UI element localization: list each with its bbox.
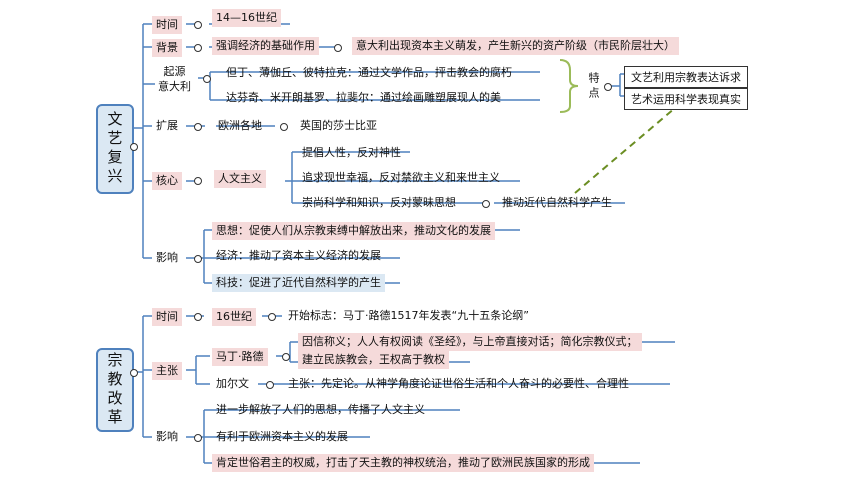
f-claims-label: 主张 <box>152 362 182 380</box>
r-features-dot <box>604 83 612 91</box>
reformation-title-box: 宗教改革 <box>96 348 134 432</box>
f-claims-calvin-text: 主张：先定论。从神学角度论证世俗生活和个人奋斗的必要性、合理性 <box>288 377 629 390</box>
f-time-value: 16世纪 <box>212 308 256 326</box>
f-time-start: 开始标志：马丁·路德1517年发表“九十五条论纲” <box>288 309 529 322</box>
r-origin-label: 起源 意大利 <box>158 64 191 94</box>
r-expand-item-dot <box>280 123 288 131</box>
r-core-item1: 提倡人性，反对神性 <box>302 146 401 159</box>
renaissance-connector-dot <box>130 143 138 151</box>
r-time-value: 14—16世纪 <box>212 9 281 27</box>
r-impact-dot <box>194 255 202 263</box>
r-background-item-dot <box>334 44 342 52</box>
f-impact-item2: 有利于欧洲资本主义的发展 <box>216 430 348 443</box>
reformation-title: 宗教改革 <box>105 352 124 428</box>
r-expand-item1: 欧洲各地 <box>218 119 262 132</box>
r-core-item2: 追求现世幸福，反对禁欲主义和来世主义 <box>302 171 500 184</box>
f-claims-luther-dot <box>282 353 290 361</box>
r-time-label: 时间 <box>152 16 182 34</box>
f-time-label: 时间 <box>152 308 182 326</box>
f-impact-dot <box>194 434 202 442</box>
r-core-item3-dot <box>482 200 490 208</box>
r-features-label: 特点 <box>587 72 600 102</box>
r-expand-dot <box>194 123 202 131</box>
f-time-start-dot <box>268 313 276 321</box>
r-background-label: 背景 <box>152 39 182 57</box>
r-impact-item3: 科技：促进了近代自然科学的产生 <box>212 274 385 292</box>
r-features-item2: 艺术运用科学表现真实 <box>624 88 748 110</box>
r-background-item2: 意大利出现资本主义萌发，产生新兴的资产阶级（市民阶层壮大） <box>352 37 679 55</box>
r-core-label: 核心 <box>152 172 182 190</box>
r-origin-item2: 达芬奇、米开朗基罗、拉斐尔：通过绘画雕塑展现人的美 <box>226 91 501 104</box>
f-time-dot <box>194 313 202 321</box>
r-background-item1: 强调经济的基础作用 <box>212 37 319 55</box>
r-features-item1: 文艺利用宗教表达诉求 <box>624 66 748 88</box>
r-core-value: 人文主义 <box>214 170 266 188</box>
r-origin-dot <box>203 75 211 83</box>
f-claims-luther-text2: 建立民族教会，王权高于教权 <box>298 351 449 369</box>
r-background-dot <box>194 44 202 52</box>
r-core-item3: 崇尚科学和知识，反对蒙昧思想 <box>302 196 456 209</box>
f-claims-calvin-dot <box>266 381 274 389</box>
f-claims-calvin: 加尔文 <box>216 377 249 390</box>
r-core-dot <box>194 177 202 185</box>
f-impact-label: 影响 <box>156 430 178 443</box>
f-claims-luther: 马丁·路德 <box>212 348 268 366</box>
r-origin-label-text: 起源 意大利 <box>158 65 191 93</box>
r-impact-item2: 经济：推动了资本主义经济的发展 <box>216 249 381 262</box>
renaissance-title-box: 文艺复兴 <box>96 104 134 194</box>
r-expand-item2: 英国的莎士比亚 <box>300 119 377 132</box>
f-claims-luther-text1: 因信称义；人人有权阅读《圣经》，与上帝直接对话；简化宗教仪式； <box>298 333 642 351</box>
r-core-item3-result: 推动近代自然科学产生 <box>502 196 612 209</box>
r-impact-item1: 思想：促使人们从宗教束缚中解放出来，推动文化的发展 <box>212 222 495 240</box>
f-impact-item1: 进一步解放了人们的思想，传播了人文主义 <box>216 403 425 416</box>
r-origin-item1: 但丁、薄伽丘、彼特拉克：通过文学作品，抨击教会的腐朽 <box>226 66 512 79</box>
r-expand-label: 扩展 <box>156 119 178 132</box>
renaissance-title: 文艺复兴 <box>105 111 124 187</box>
f-impact-item3: 肯定世俗君主的权威，打击了天主教的神权统治，推动了欧洲民族国家的形成 <box>212 454 594 472</box>
r-time-dot <box>194 21 202 29</box>
r-impact-label: 影响 <box>156 251 178 264</box>
reformation-connector-dot <box>130 369 138 377</box>
